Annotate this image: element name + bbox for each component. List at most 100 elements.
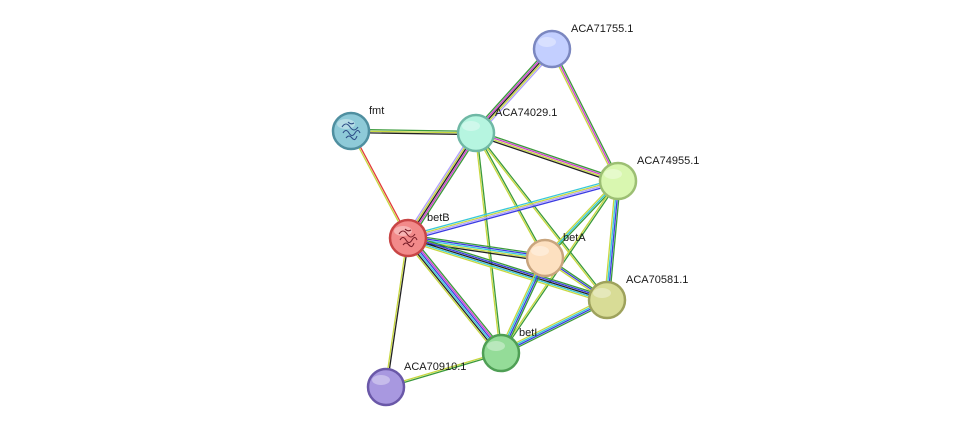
edge-channel-neighborhood [476,132,547,258]
edge-channel-coexpression [386,238,410,388]
edge-channel-cooccurrence [408,237,503,353]
edge-channel-neighborhood [476,132,503,353]
edge-channel-database [407,178,618,237]
edge-fmt-ACA74029.1[interactable] [350,128,477,136]
edge-channel-neighborhood [476,130,619,180]
edge-channel-textmining [474,133,607,301]
edge-layer [349,46,622,389]
edge-ACA74955.1-betB[interactable] [407,178,619,241]
edge-channel-textmining [406,131,476,238]
node-label: ACA70581.1 [626,274,688,286]
edge-ACA74029.1-betB[interactable] [404,130,480,241]
edge-channel-database [500,298,607,353]
edge-channel-neighborhood [410,235,505,351]
edge-channel-database [407,238,607,303]
edge-channel-experimental [551,48,619,182]
node-fmt[interactable]: fmt [331,105,384,151]
edge-channel-homology [408,181,619,240]
edge-channel-cooccurrence [501,300,608,355]
node-bubble [456,113,496,153]
edge-channel-coexpression [475,134,618,184]
node-ACA74029.1[interactable]: ACA74029.1 [456,107,557,153]
node-betB[interactable]: betB [388,212,450,258]
edge-channel-neighborhood [386,353,502,389]
edge-channel-textmining [384,237,408,387]
node-bubble [532,29,572,69]
edge-channel-homology [404,130,474,237]
node-bubble [366,367,406,407]
edge-betI-ACA70910.1[interactable] [385,351,502,389]
edge-channel-neighborhood [501,301,609,356]
node-highlight [462,121,480,131]
edge-channel-textmining [474,133,501,354]
edge-channel-textmining [475,133,618,183]
node-ACA70581.1[interactable]: ACA70581.1 [587,274,688,320]
node-bubble [598,161,638,201]
edge-channel-textmining [406,240,607,304]
node-betA[interactable]: betA [525,232,586,278]
edge-channel-cooccurrence [607,181,620,301]
edge-ACA74029.1-ACA74955.1[interactable] [475,130,619,184]
node-label: ACA70910.1 [404,361,466,373]
node-ACA70910.1[interactable]: ACA70910.1 [366,361,466,407]
edge-channel-neighborhood [408,234,546,256]
edge-channel-neighborhood [552,47,621,181]
edge-channel-neighborhood [410,134,480,241]
node-bubble [481,333,521,373]
edge-channel-database [406,238,501,354]
edge-fmt-betB[interactable] [349,130,410,239]
edge-betB-ACA70910.1[interactable] [384,237,410,388]
node-bubble [587,280,627,320]
edge-betB-betI[interactable] [404,235,505,356]
node-ACA74955.1[interactable]: ACA74955.1 [598,155,699,201]
edge-channel-neighborhood [408,234,609,298]
node-highlight [487,341,505,351]
edge-channel-textmining [407,179,618,238]
edge-channel-experimental [408,133,478,240]
edge-channel-cooccurrence [408,235,608,300]
node-bubble [388,218,428,258]
edge-ACA70581.1-betI[interactable] [499,297,609,356]
edge-channel-textmining [349,131,408,239]
protein-structure-icon [398,228,418,248]
edge-ACA71755.1-ACA74955.1[interactable] [549,47,621,183]
edge-channel-neighborhood [351,128,477,133]
edge-channel-gene_fusion [351,130,410,238]
edge-channel-database [605,180,618,300]
edge-channel-coexpression [350,131,476,136]
edge-ACA74955.1-ACA70581.1[interactable] [603,180,622,301]
node-label: fmt [369,105,384,117]
edge-channel-cooccurrence [408,235,546,258]
node-label: betI [519,327,537,339]
node-highlight [538,37,556,47]
edge-ACA74029.1-betA[interactable] [474,132,547,259]
edge-channel-textmining [350,130,477,134]
edge-ACA74029.1-ACA70581.1[interactable] [474,132,609,301]
edge-channel-textmining [499,297,607,352]
edge-channel-textmining [549,49,618,183]
edge-betB-ACA70581.1[interactable] [406,234,609,304]
node-highlight [531,246,549,256]
edge-channel-textmining [404,240,499,356]
edge-channel-textmining [603,180,617,300]
edge-channel-coexpression [405,239,500,355]
node-ACA71755.1[interactable]: ACA71755.1 [532,23,633,69]
node-label: ACA74955.1 [637,155,699,167]
edge-ACA74029.1-betI[interactable] [474,132,503,354]
node-highlight [604,169,622,179]
edge-channel-neighborhood [608,181,622,301]
node-bubble [525,238,565,278]
node-label: betB [427,212,450,224]
node-label: ACA74029.1 [495,107,557,119]
node-label: ACA71755.1 [571,23,633,35]
node-label: betA [563,232,586,244]
edge-channel-experimental [409,236,504,352]
edge-channel-coexpression [407,132,477,239]
edge-channel-coexpression [407,237,608,301]
node-highlight [593,288,611,298]
edge-channel-neighborhood [476,132,609,300]
node-betI[interactable]: betI [481,327,537,373]
